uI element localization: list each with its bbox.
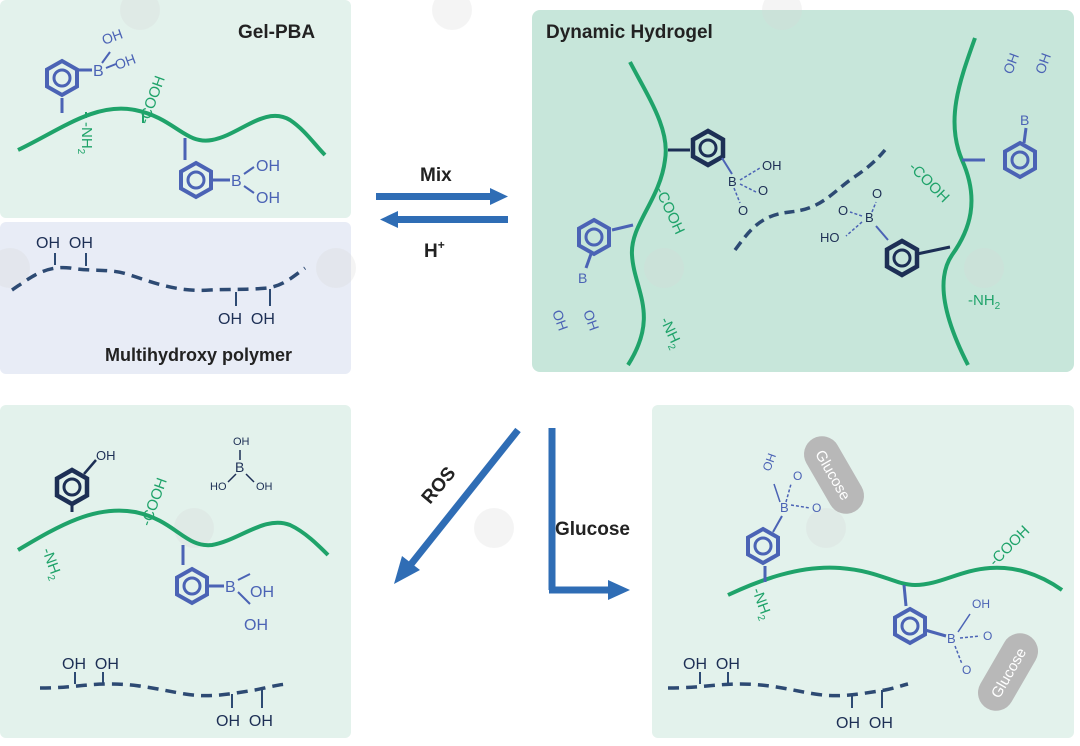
ros-polymer-chain [39,682,291,698]
svg-text:OH: OH [244,617,268,634]
svg-text:OH OH: OH OH [216,713,273,730]
gel-pba-title: Gel-PBA [238,22,315,43]
hydrogel-polymer-chain [733,148,887,252]
hydrogel-backbone-left [626,61,668,367]
svg-text:OH: OH [760,451,779,473]
svg-text:HO: HO [820,230,840,245]
mix-arrow [376,188,508,205]
svg-text:B: B [231,173,242,190]
svg-text:OH: OH [96,448,116,463]
svg-text:OH OH: OH OH [62,656,119,673]
boron-label: B [93,63,104,80]
svg-text:OH: OH [113,51,138,73]
svg-text:OH: OH [762,158,782,173]
svg-text:OH: OH [580,308,602,333]
svg-text:OH: OH [250,584,274,601]
svg-text:-NH2: -NH2 [968,292,1001,312]
svg-text:O: O [758,183,768,198]
gel-pba-panel [0,0,351,218]
ros-label: ROS [418,463,461,508]
svg-text:OH: OH [233,436,250,448]
acid-arrow [380,211,508,228]
glucose-label: Glucose [555,519,630,540]
svg-text:OH OH: OH OH [836,715,893,732]
svg-text:O: O [983,629,992,643]
dynamic-hydrogel-panel [532,10,1074,372]
svg-text:O: O [812,501,821,515]
glucose-polymer-chain [667,682,909,698]
svg-text:OH OH: OH OH [683,656,740,673]
svg-text:OH: OH [1000,51,1022,76]
glucose-pill-lower: Glucose [978,633,1038,711]
svg-text:B: B [728,174,737,189]
oh-pair-bottom: OH OH [218,311,275,328]
svg-text:OH: OH [256,158,280,175]
oh-pair-top: OH OH [36,235,93,252]
svg-text:OH: OH [972,597,990,611]
svg-text:OH: OH [549,308,571,333]
nh2-label: -NH2 [75,122,95,155]
svg-text:O: O [738,203,748,218]
svg-text:OH: OH [256,481,273,493]
ros-backbone [16,508,330,557]
multihydroxy-chain [11,265,307,293]
svg-text:OH: OH [1032,51,1054,76]
ros-arrow [394,427,521,584]
svg-text:O: O [962,663,971,677]
svg-text:B: B [225,579,236,596]
svg-text:B: B [780,500,789,515]
svg-text:O: O [872,186,882,201]
hydrogel-backbone-right [941,37,977,366]
svg-text:OH: OH [256,190,280,207]
glucose-arrow [548,428,630,600]
multihydroxy-title: Multihydroxy polymer [105,345,292,365]
svg-text:B: B [578,270,587,286]
svg-text:B: B [947,631,956,646]
svg-text:O: O [793,469,802,483]
svg-text:HO: HO [210,481,227,493]
boric-acid-boron: B [235,459,244,475]
glucose-backbone [727,565,1064,597]
svg-text:OH: OH [100,26,125,48]
dynamic-hydrogel-title: Dynamic Hydrogel [546,22,713,43]
acid-label: H+ [424,238,445,262]
svg-text:B: B [1020,112,1029,128]
svg-text:B: B [865,210,874,225]
svg-text:O: O [838,203,848,218]
multihydroxy-panel [0,222,351,374]
mix-label: Mix [420,165,452,186]
